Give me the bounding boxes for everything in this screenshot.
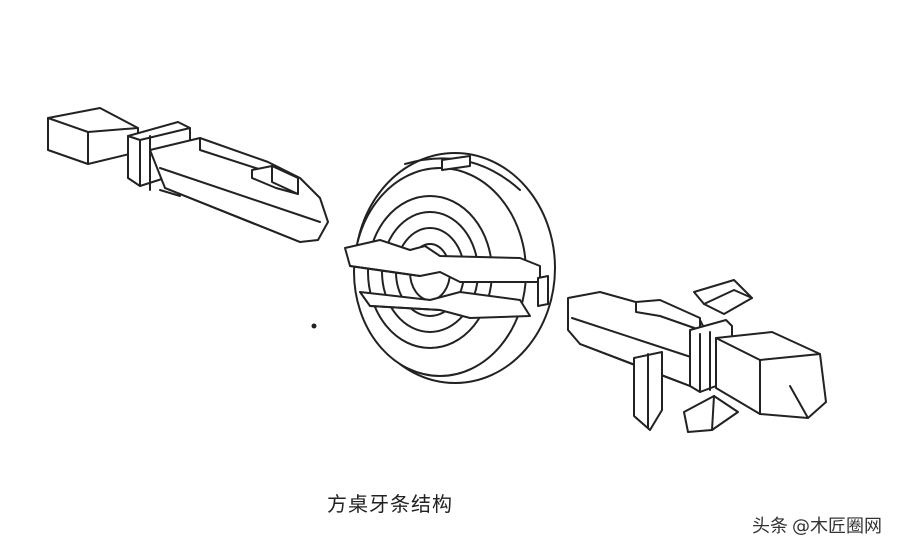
- stray-dot: [311, 323, 317, 329]
- round-center-piece: [344, 152, 556, 384]
- right-apron-piece: [567, 279, 827, 433]
- watermark-handle: @木匠圈网: [792, 516, 882, 537]
- figure-caption: 方桌牙条结构: [327, 492, 453, 516]
- left-apron-piece: [47, 107, 329, 243]
- watermark-platform: 头条: [752, 516, 788, 537]
- watermark: 头条 @木匠圈网: [752, 512, 882, 538]
